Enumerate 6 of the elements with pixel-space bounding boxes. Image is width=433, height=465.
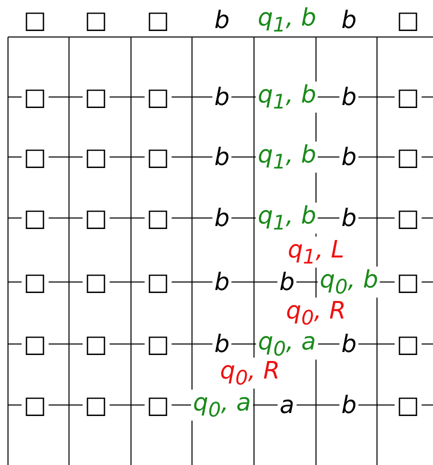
head-state-label: q$_{0}$, b bbox=[318, 266, 380, 298]
head-state-label: q$_{0}$, a bbox=[256, 328, 318, 360]
head-state-label: q$_{0}$, a bbox=[191, 390, 253, 420]
head-state-label: q$_{1}$, b bbox=[256, 202, 318, 234]
head-state-label: q$_{1}$, b bbox=[256, 82, 318, 112]
head-state-label: q$_{1}$, b bbox=[256, 142, 318, 172]
